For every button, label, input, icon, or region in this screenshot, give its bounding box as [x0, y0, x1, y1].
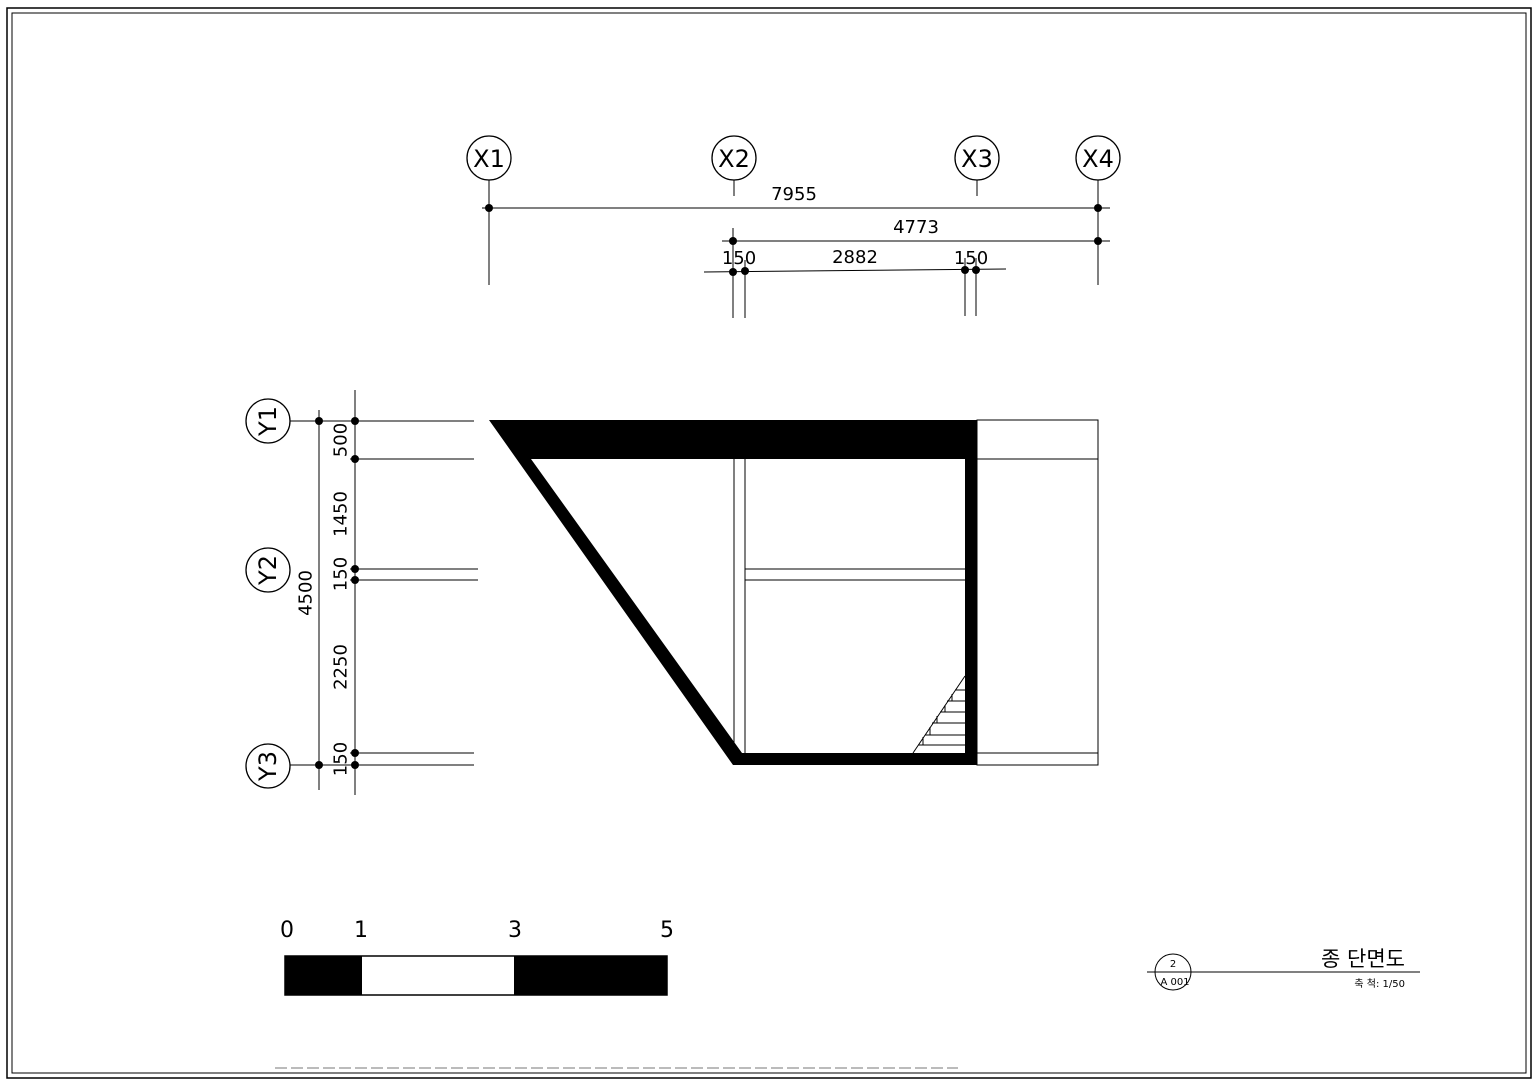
grid-bubble-x4: X4 — [1075, 135, 1121, 181]
dim-text-4773: 4773 — [893, 217, 939, 238]
drawing-scale: 축 척: 1/50 — [1354, 978, 1405, 990]
grid-bubble-x1: X1 — [466, 135, 512, 181]
dim-text-500: 500 — [331, 423, 352, 457]
scale-bar-segment-3 — [514, 956, 667, 995]
scale-bar-segment-1 — [285, 956, 362, 995]
dim-text-150-right: 150 — [954, 248, 988, 269]
grid-bubble-y1: Y1 — [245, 398, 291, 444]
grid-label-x4: X4 — [1082, 145, 1114, 173]
grid-bubble-y3: Y3 — [245, 743, 291, 789]
sheet-number: A 001 — [1160, 977, 1189, 988]
x-grid-stubs — [488, 180, 1099, 285]
dim-text-150-upper: 150 — [331, 557, 352, 591]
grid-label-x1: X1 — [473, 145, 505, 173]
grid-label-x2: X2 — [718, 145, 750, 173]
dim-text-150-lower: 150 — [331, 742, 352, 776]
sheet-border-outer — [6, 7, 1532, 1079]
scale-label-5: 5 — [660, 918, 674, 943]
dim-text-1450: 1450 — [331, 491, 352, 537]
dim-horizontal-total: 7955 — [482, 184, 1110, 212]
drawing-title: 종 단면도 — [1321, 947, 1405, 971]
sheet-border-inner — [11, 12, 1527, 1074]
dim-text-150-left: 150 — [722, 248, 756, 269]
dim-vertical-chain: 500 1450 150 2250 150 — [331, 390, 359, 795]
dim-text-7955: 7955 — [771, 184, 817, 205]
grid-bubble-x3: X3 — [954, 135, 1000, 181]
stair — [912, 675, 966, 754]
dim-vertical-total: 4500 — [296, 410, 323, 790]
right-annex — [976, 419, 1099, 766]
dim-text-2882: 2882 — [832, 247, 878, 268]
scale-label-3: 3 — [508, 918, 522, 943]
dim-text-2250: 2250 — [331, 644, 352, 690]
drawing-number: 2 — [1170, 959, 1176, 970]
y-extension-lines — [290, 420, 478, 766]
dim-horizontal-x2-x4: 4773 — [722, 217, 1110, 318]
scale-label-0: 0 — [280, 918, 294, 943]
grid-label-y3: Y3 — [254, 751, 282, 782]
dim-text-4500: 4500 — [296, 570, 317, 616]
scale-bar: 0 1 3 5 — [280, 918, 674, 996]
title-block: 2 A 001 종 단면도 축 척: 1/50 — [1147, 947, 1420, 991]
interior-lines — [733, 459, 965, 753]
grid-label-y1: Y1 — [254, 406, 282, 437]
dim-horizontal-walls: 150 2882 150 — [703, 247, 1007, 318]
scale-label-1: 1 — [354, 918, 368, 943]
section-solid-outline — [489, 420, 977, 765]
grid-bubble-y2: Y2 — [245, 547, 291, 593]
grid-label-y2: Y2 — [254, 555, 282, 586]
grid-bubble-x2: X2 — [711, 135, 757, 181]
grid-label-x3: X3 — [961, 145, 993, 173]
